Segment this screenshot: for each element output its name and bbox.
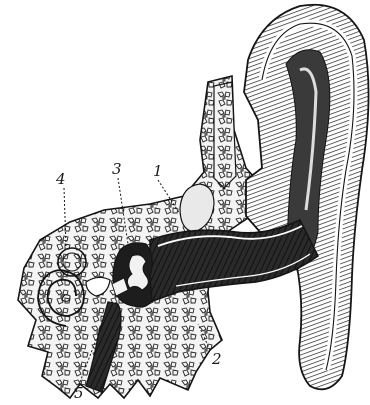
bony-tube — [214, 82, 236, 188]
label-2: 2 — [211, 350, 222, 368]
label-3: 3 — [112, 160, 122, 178]
label-5: 5 — [74, 384, 84, 402]
label-1: 1 — [153, 162, 163, 180]
label-4: 4 — [55, 170, 66, 188]
